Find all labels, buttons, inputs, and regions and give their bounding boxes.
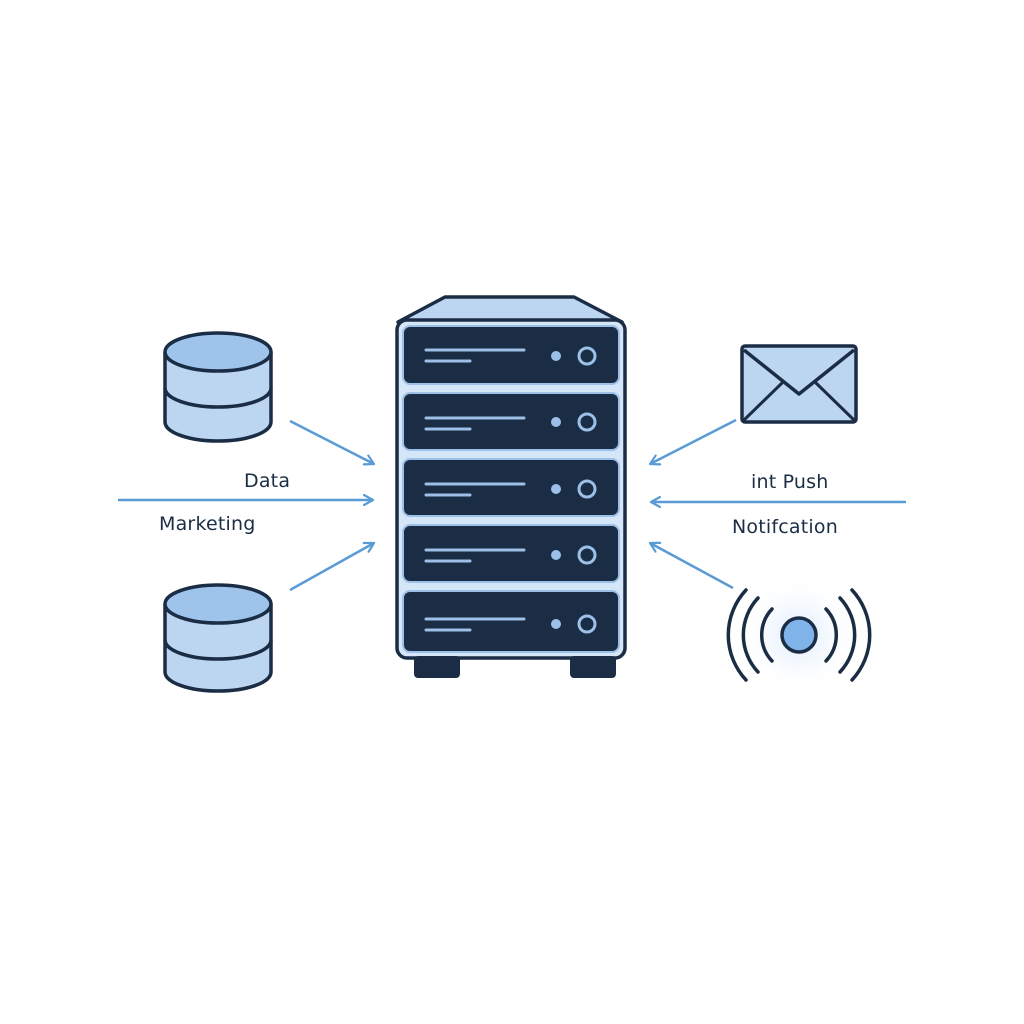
server-unit-4: [402, 524, 620, 583]
server-rack-icon: [395, 295, 627, 678]
database-icon-top: [163, 331, 273, 443]
broadcast-signal-icon: [726, 573, 872, 697]
arrow-right-top: [650, 418, 737, 464]
arrow-right-bottom: [650, 543, 734, 590]
database-icon-bottom: [163, 583, 273, 693]
left-arrows: [118, 419, 374, 592]
server-unit-1: [402, 325, 620, 385]
label-notification: Notifcation: [732, 516, 838, 538]
label-push: int Push: [751, 471, 829, 493]
label-data: Data: [244, 470, 291, 492]
server-unit-2: [402, 392, 620, 451]
right-arrows: [650, 418, 906, 590]
arrow-left-top: [289, 419, 374, 464]
arrow-left-bottom: [289, 543, 374, 592]
label-marketing: Marketing: [159, 513, 256, 535]
server-unit-5: [402, 590, 620, 653]
envelope-icon: [740, 344, 858, 424]
server-unit-3: [402, 458, 620, 517]
